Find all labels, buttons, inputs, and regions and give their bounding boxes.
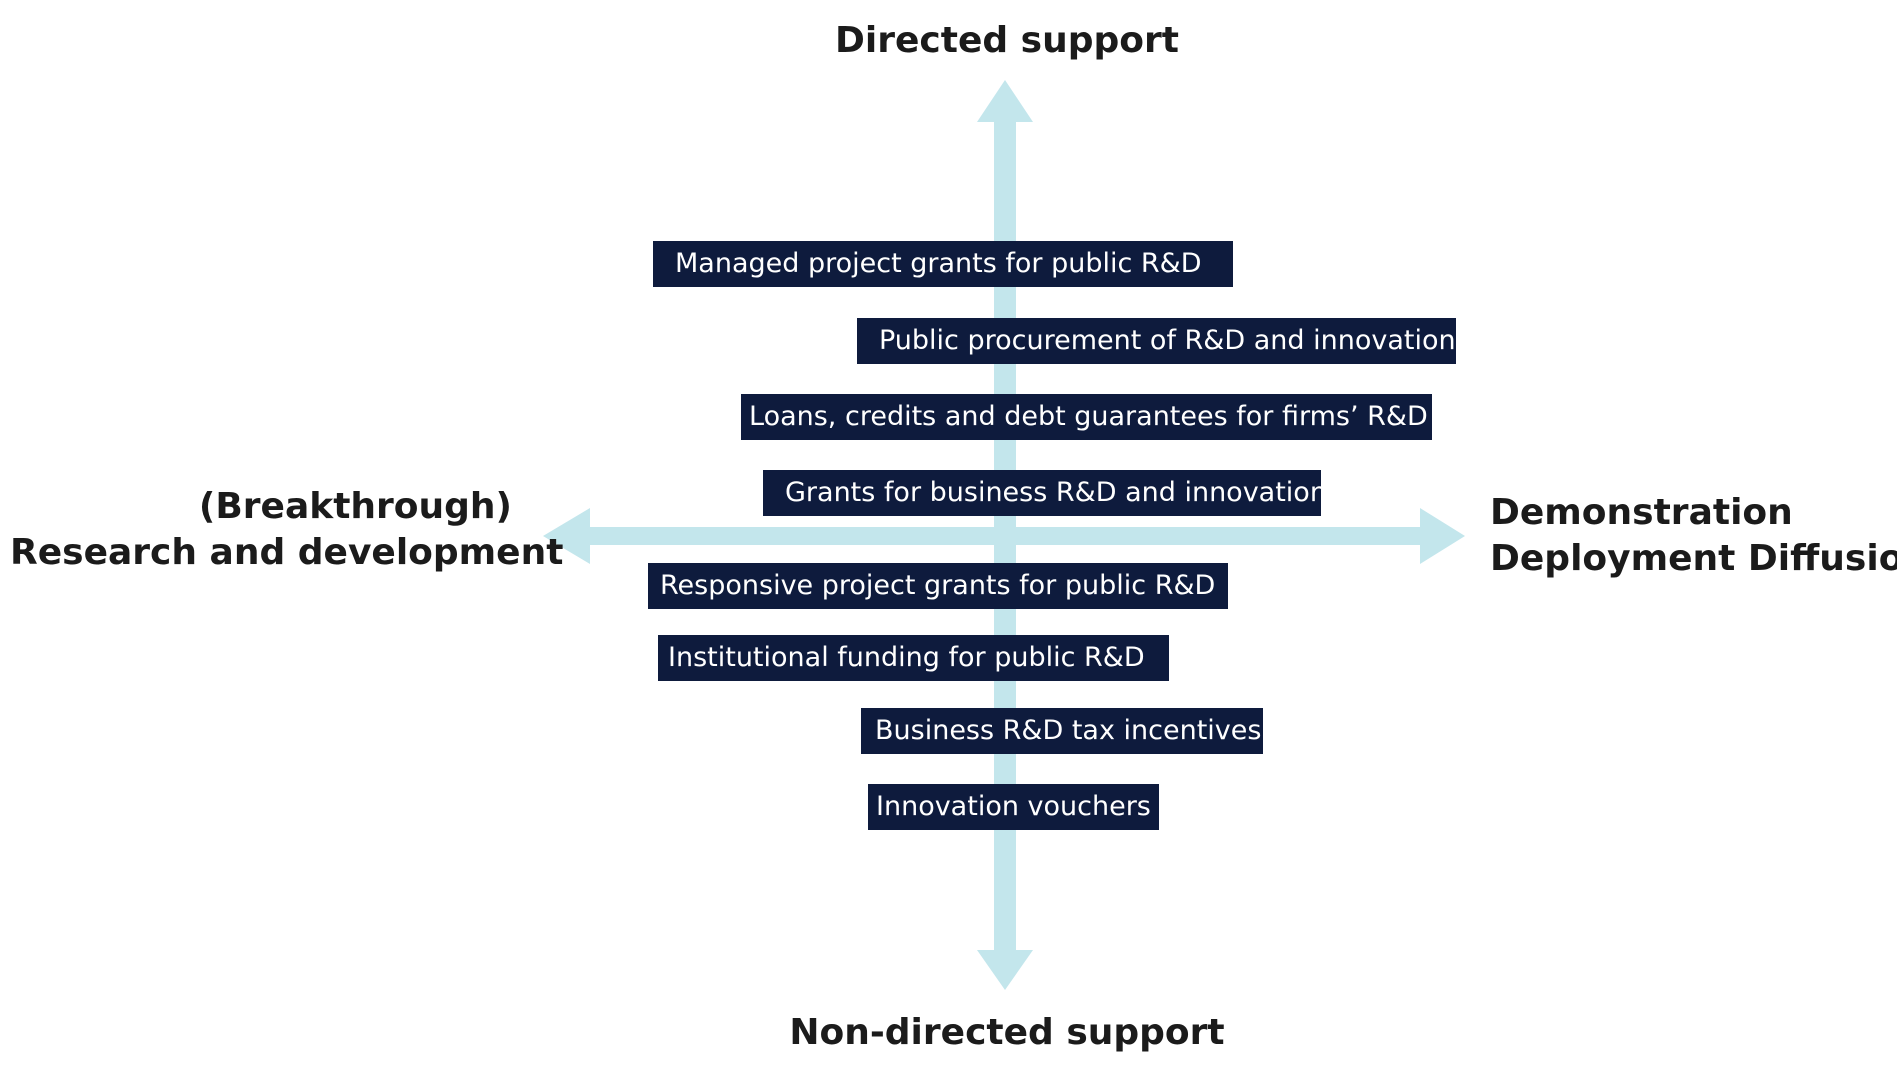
instrument-responsive-project-grants: Responsive project grants for public R&D: [648, 563, 1228, 609]
arrow-up-head: [977, 80, 1033, 122]
instrument-public-procurement: Public procurement of R&D and innovation: [857, 318, 1456, 364]
instrument-innovation-vouchers: Innovation vouchers: [868, 784, 1159, 830]
instrument-institutional-funding: Institutional funding for public R&D: [658, 635, 1169, 681]
axis-label-right: Demonstration Deployment Diffusion: [1490, 490, 1897, 582]
axis-label-left-line2: Research and development: [10, 532, 564, 573]
instrument-business-grants: Grants for business R&D and innovation: [763, 470, 1327, 516]
instrument-managed-project-grants: Managed project grants for public R&D: [653, 241, 1233, 287]
horizontal-axis-shaft: [580, 527, 1430, 545]
axis-label-right-line1: Demonstration: [1490, 492, 1793, 533]
axis-label-top: Directed support: [835, 20, 1179, 61]
arrow-down-head: [977, 950, 1033, 990]
axis-label-left-line1: (Breakthrough): [198, 486, 512, 527]
instrument-tax-incentives: Business R&D tax incentives: [861, 708, 1263, 754]
axis-label-bottom: Non-directed support: [789, 1012, 1225, 1053]
arrow-right-head: [1420, 508, 1465, 564]
arrow-left-head: [543, 508, 590, 564]
instrument-loans-credits-guarantees: Loans, credits and debt guarantees for f…: [741, 394, 1432, 440]
axis-label-right-line2: Deployment Diffusion: [1490, 538, 1897, 579]
axis-label-left: (Breakthrough) Research and development: [10, 484, 564, 576]
